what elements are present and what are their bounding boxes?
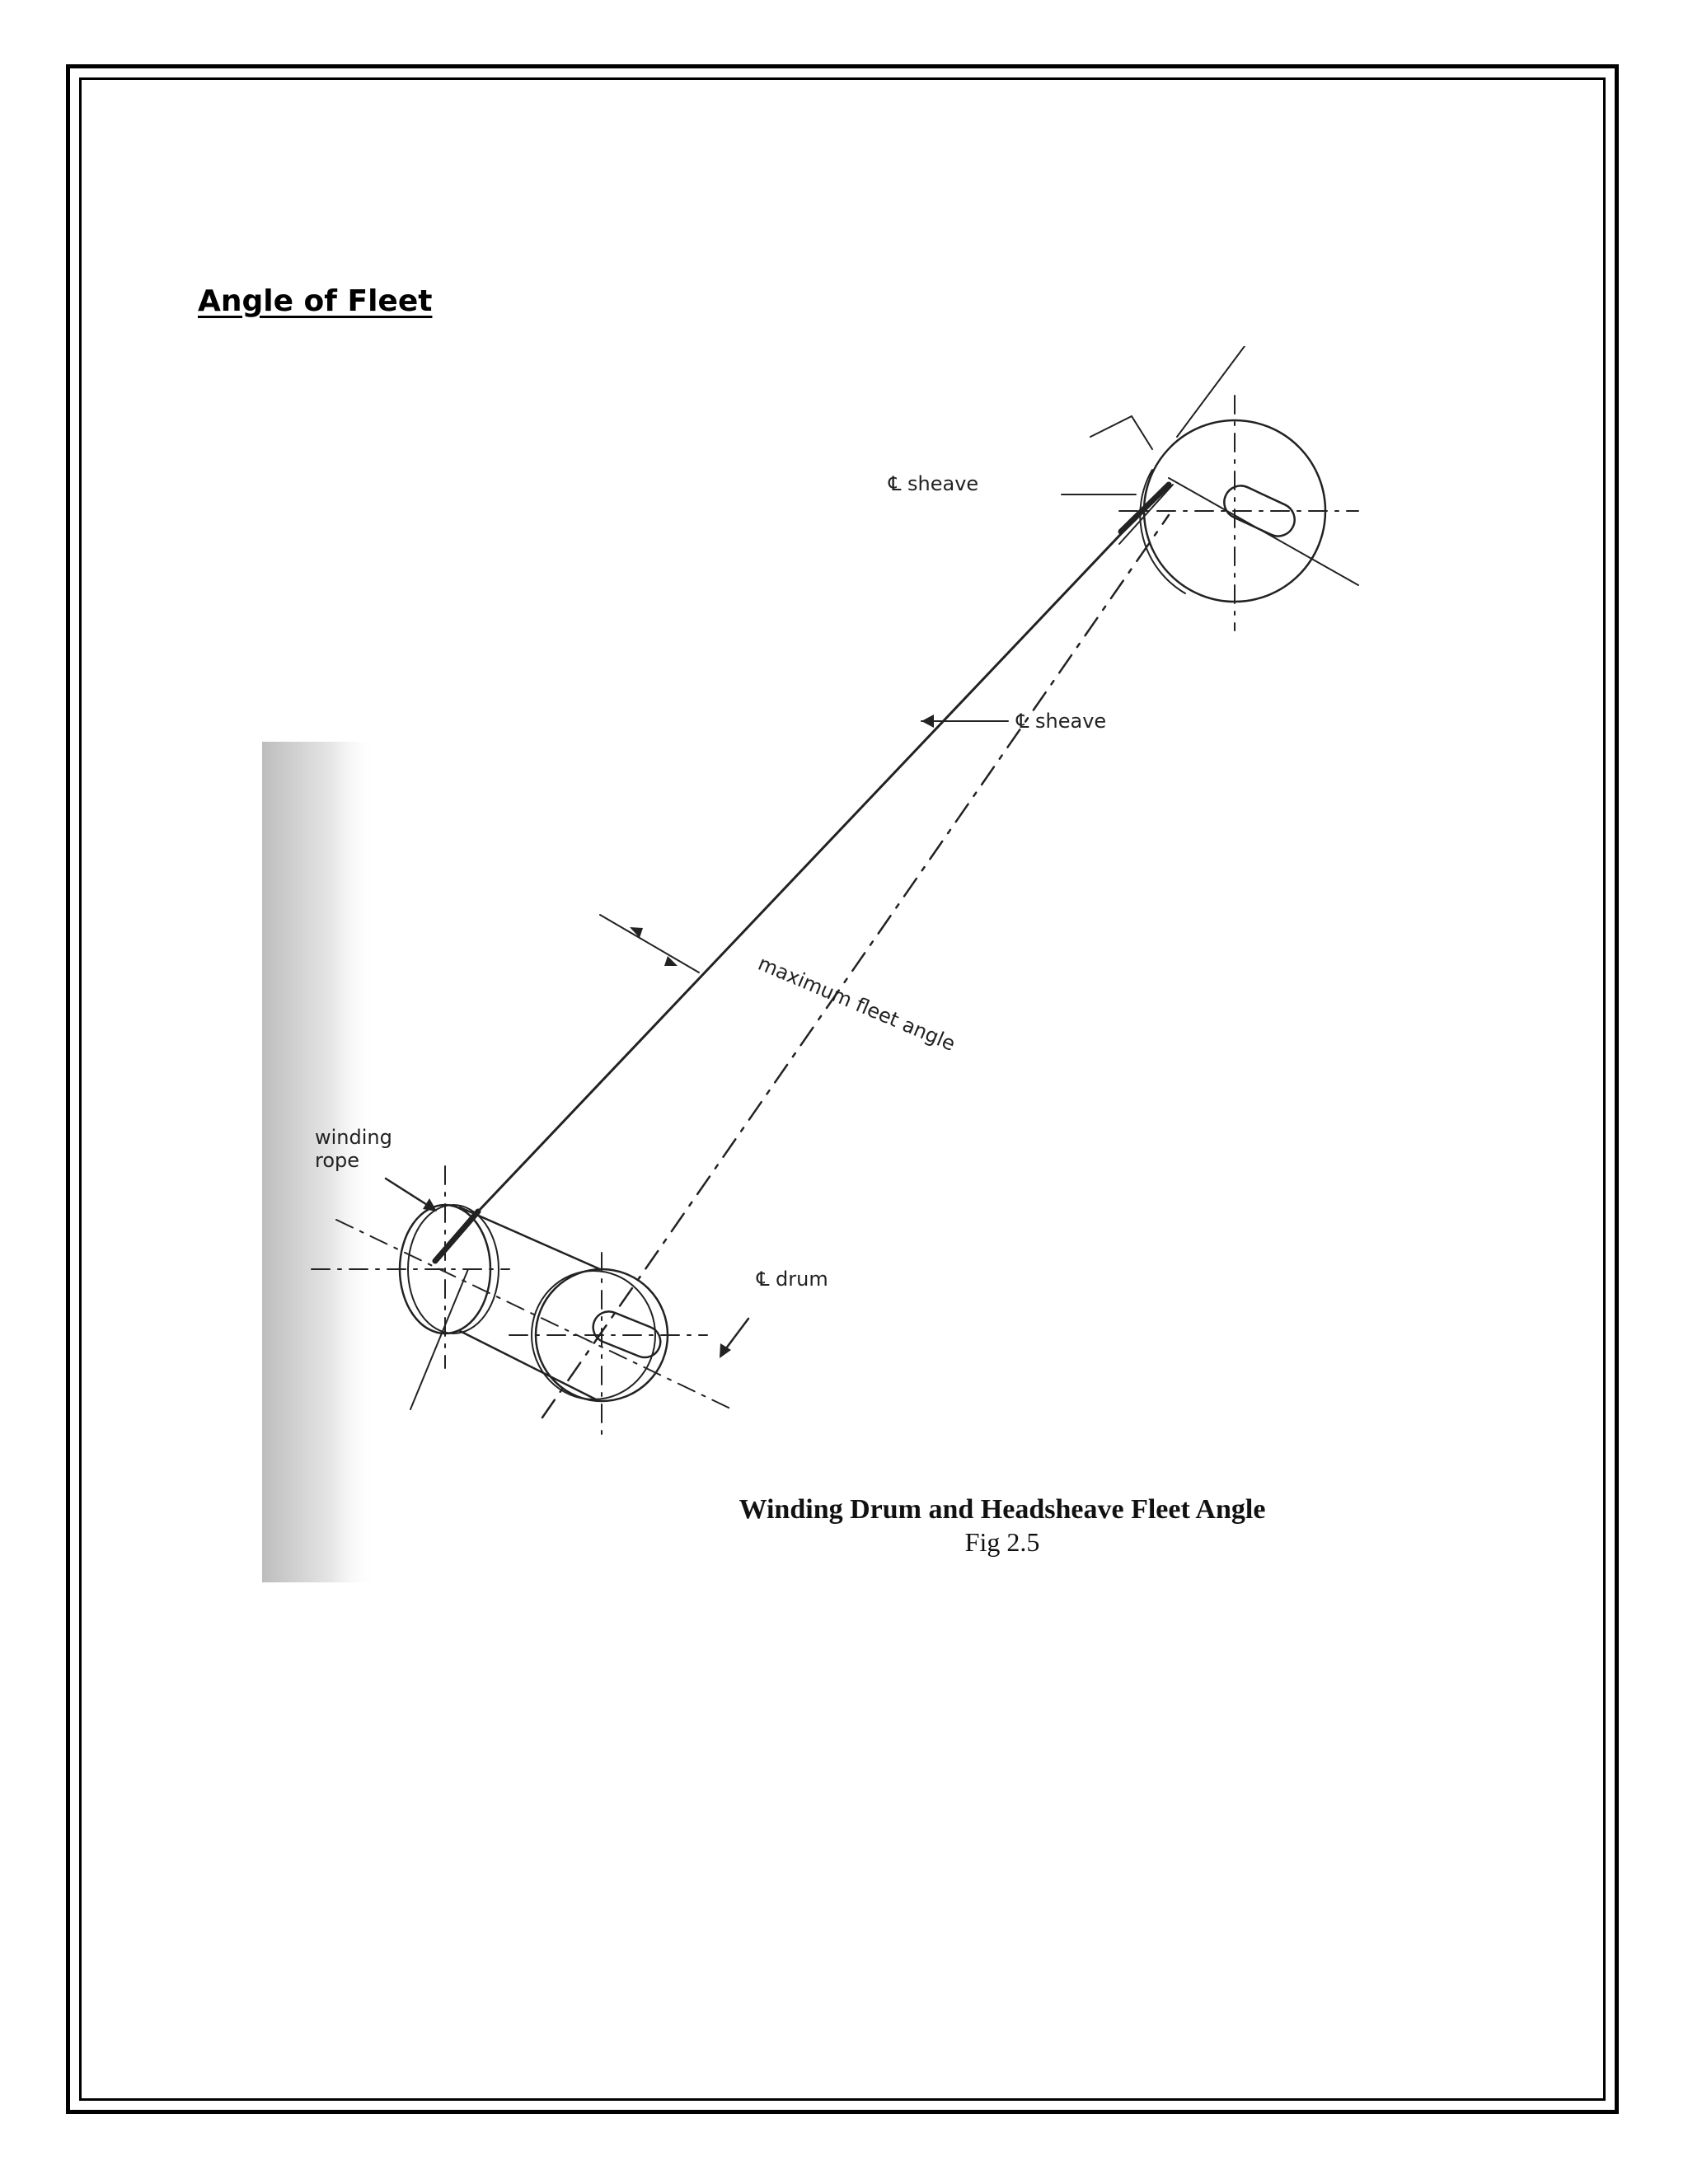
fleet-angle-dimension-line	[599, 914, 700, 973]
winding-rope-line	[476, 486, 1166, 1213]
figure-caption: Winding Drum and Headsheave Fleet Angle …	[648, 1493, 1357, 1558]
label-max-fleet-angle: maximum fleet angle	[755, 952, 959, 1056]
rope-thick-bottom	[432, 1208, 481, 1264]
page-border-outer	[66, 64, 1619, 2114]
winding-drum	[311, 1165, 733, 1443]
fleet-angle-figure: ℄ sheave ℄ sheave maximum fleet angle wi…	[262, 346, 1441, 1582]
drum-bottom-edge	[458, 1329, 598, 1401]
drum-axle	[592, 1310, 662, 1359]
drum-arrow-line	[722, 1317, 750, 1353]
drum-arrowhead	[720, 1343, 731, 1358]
drum-top-edge	[458, 1206, 602, 1271]
fleet-angle-arrow-2	[664, 956, 678, 966]
winding-rope-arrow-line	[384, 1177, 433, 1209]
rope-thick-top	[1118, 481, 1172, 535]
sheave-mid-arrowhead	[921, 715, 934, 728]
caption-title: Winding Drum and Headsheave Fleet Angle	[738, 1494, 1266, 1525]
headsheave-axis-line	[1168, 477, 1359, 586]
headsheave-tangent-line	[1176, 346, 1245, 438]
drum-right-flange-back	[531, 1270, 656, 1400]
sheave-centre-short	[1118, 484, 1174, 545]
scan-edge-shadow	[262, 742, 377, 1582]
label-drum: ℄ drum	[756, 1268, 828, 1291]
section-heading: Angle of Fleet	[198, 284, 433, 318]
winding-rope-arrowhead	[423, 1198, 437, 1212]
label-winding-rope-2: rope	[315, 1149, 359, 1172]
sheave-dim-mark-2	[1131, 415, 1153, 450]
label-sheave-mid: ℄ sheave	[1015, 710, 1106, 733]
drum-left-flange-back	[407, 1204, 499, 1334]
drum-centreline	[335, 1219, 733, 1410]
page-border-inner	[79, 77, 1606, 2101]
sheave-centreline	[541, 513, 1170, 1419]
label-winding-rope-1: winding	[315, 1126, 392, 1149]
caption-figure-number: Fig 2.5	[964, 1527, 1040, 1557]
label-sheave-top: ℄ sheave	[888, 472, 978, 495]
headsheave-side-rim	[1139, 469, 1186, 594]
fleet-angle-arrow-1	[630, 927, 643, 938]
fleet-angle-diagram: ℄ sheave ℄ sheave maximum fleet angle wi…	[262, 346, 1359, 1582]
sheave-dim-mark	[1090, 415, 1132, 438]
headsheave	[1118, 346, 1359, 631]
drum-lower-line	[410, 1268, 469, 1410]
